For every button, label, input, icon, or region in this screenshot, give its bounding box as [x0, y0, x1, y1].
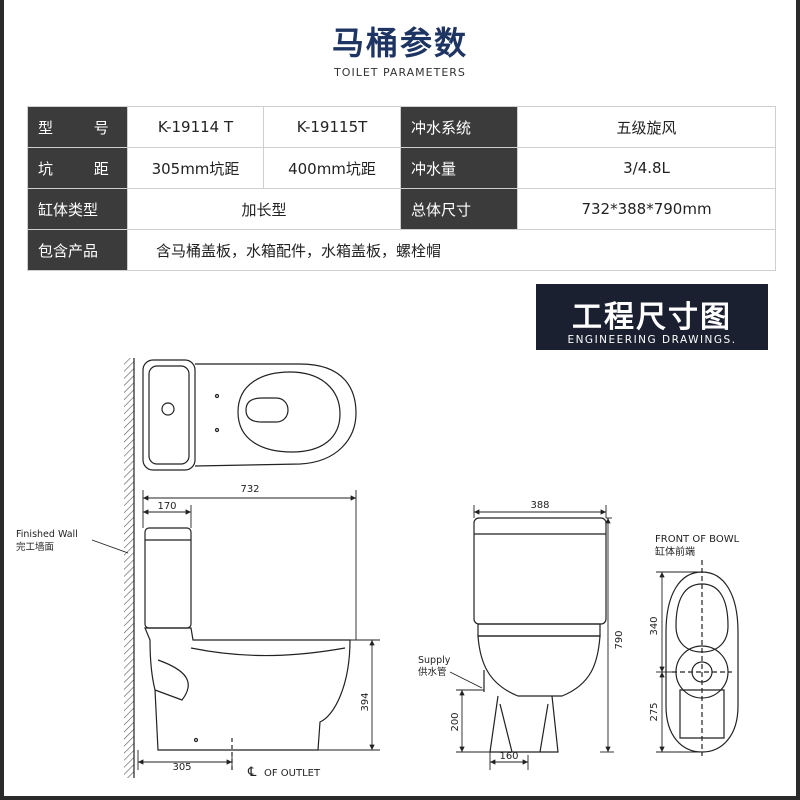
dim-160-label: 160	[499, 751, 518, 762]
finished-wall	[124, 358, 135, 778]
bowl-type-label: 缸体类型	[27, 188, 128, 230]
front-of-bowl-label-cn: 缸体前端	[655, 545, 695, 558]
model-a-value: K-19114 T	[127, 106, 264, 148]
supply-label-cn: 供水管	[418, 666, 447, 678]
supply-label-en: Supply	[418, 655, 451, 666]
engineering-drawings-banner: 工程尺寸图 ENGINEERING DRAWINGS.	[536, 284, 768, 350]
top-view-drawing	[142, 359, 357, 471]
table-row: 坑 距 305mm坑距 400mm坑距 冲水量 3/4.8L	[27, 147, 776, 189]
table-row: 包含产品 含马桶盖板，水箱配件，水箱盖板，螺栓帽	[27, 229, 776, 271]
flush-system-value: 五级旋风	[517, 106, 776, 148]
pit-b-value: 400mm坑距	[263, 147, 401, 189]
engineering-drawings-subtitle: ENGINEERING DRAWINGS.	[567, 334, 737, 346]
bowl-bottom-view-dimensions	[656, 571, 702, 753]
page-title: 马桶参数	[331, 24, 468, 62]
dim-170-label: 170	[157, 501, 176, 512]
pit-a-value: 305mm坑距	[127, 147, 264, 189]
dim-388-label: 388	[530, 500, 549, 511]
front-of-bowl-label-en: FRONT OF BOWL	[655, 534, 740, 545]
flush-volume-label: 冲水量	[400, 147, 518, 189]
dim-790-label: 790	[614, 630, 625, 649]
outlet-centerline-symbol: ℄	[247, 765, 257, 780]
dim-275-label: 275	[649, 702, 660, 721]
pit-label: 坑 距	[27, 147, 128, 189]
side-view-dimensions	[91, 490, 380, 770]
page-subtitle: TOILET PARAMETERS	[334, 66, 466, 79]
front-view-drawing	[473, 517, 607, 753]
model-label: 型 号	[27, 106, 128, 148]
outlet-label: OF OUTLET	[264, 768, 321, 779]
dim-732-label: 732	[240, 484, 259, 495]
parameters-table: 型 号 K-19114 T K-19115T 冲水系统 五级旋风 坑 距 305…	[27, 106, 776, 271]
dim-394-label: 394	[360, 692, 371, 711]
model-b-value: K-19115T	[263, 106, 401, 148]
dim-305-label: 305	[172, 762, 191, 773]
overall-size-value: 732*388*790mm	[517, 188, 776, 230]
table-row: 型 号 K-19114 T K-19115T 冲水系统 五级旋风	[27, 106, 776, 148]
bowl-bottom-view-drawing	[665, 560, 739, 756]
overall-size-label: 总体尺寸	[400, 188, 518, 230]
dim-200-label: 200	[450, 712, 461, 731]
front-view-dimensions	[449, 505, 614, 770]
includes-value: 含马桶盖板，水箱配件，水箱盖板，螺栓帽	[127, 229, 776, 271]
dim-340-label: 340	[649, 616, 660, 635]
side-view-drawing	[144, 527, 351, 770]
includes-label: 包含产品	[27, 229, 128, 271]
finished-wall-label-en: Finished Wall	[16, 529, 78, 540]
engineering-drawings-title: 工程尺寸图	[572, 300, 732, 335]
finished-wall-label-cn: 完工墙面	[16, 541, 54, 553]
